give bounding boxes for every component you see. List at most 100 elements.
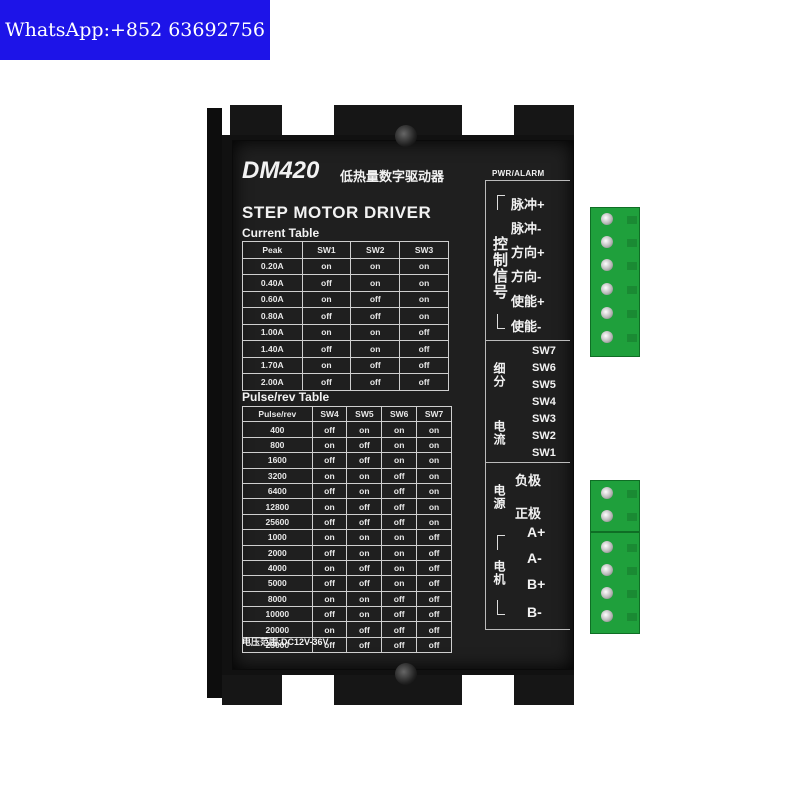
terminal-slot: [627, 567, 637, 575]
table-cell: off: [311, 606, 348, 623]
terminal-screw[interactable]: [601, 331, 613, 343]
table-cell: off: [381, 636, 418, 654]
table-cell: on: [381, 559, 418, 577]
terminal-screw[interactable]: [601, 307, 613, 319]
table-cell: off: [416, 559, 452, 577]
pulse_table-header-cell: SW4: [311, 405, 348, 423]
terminal-screw[interactable]: [601, 541, 613, 553]
model-name: DM420: [242, 157, 320, 184]
terminal-screw[interactable]: [601, 610, 613, 622]
table-cell: off: [416, 606, 452, 623]
terminal-screw[interactable]: [601, 236, 613, 248]
motor-a-plus-label: A+: [527, 524, 546, 540]
table-cell: 1.70A: [242, 356, 303, 374]
power-negative-label: 负极: [515, 473, 542, 488]
bracket: [497, 195, 505, 210]
table-cell: on: [399, 274, 449, 292]
table-cell: 2000: [242, 544, 313, 561]
pulse-plus-label: 脉冲+: [511, 197, 545, 212]
table-cell: off: [346, 621, 383, 638]
table-cell: off: [416, 544, 452, 561]
current_table-header-cell: SW1: [301, 241, 352, 259]
terminal-slot: [627, 310, 637, 318]
dip-sw3-label: SW3: [532, 413, 556, 425]
table-cell: on: [416, 467, 452, 484]
terminal-screw[interactable]: [601, 564, 613, 576]
table-cell: on: [381, 421, 418, 438]
panel-divider: [485, 629, 570, 630]
terminal-slot: [627, 334, 637, 342]
fin-notch: [462, 675, 514, 705]
mounting-screw-top: [395, 125, 417, 147]
table-cell: 0.80A: [242, 307, 303, 325]
table-cell: off: [346, 575, 383, 592]
dip-sw5-label: SW5: [532, 379, 556, 391]
table-cell: on: [381, 575, 418, 592]
terminal-slot: [627, 544, 637, 552]
dip-sw7-label: SW7: [532, 345, 556, 357]
table-cell: 0.40A: [242, 274, 303, 292]
terminal-screw[interactable]: [601, 213, 613, 225]
power-terminal-block: [590, 480, 640, 532]
table-cell: on: [399, 257, 449, 275]
bracket: [497, 535, 505, 550]
table-cell: off: [381, 606, 418, 623]
terminal-screw[interactable]: [601, 259, 613, 271]
table-cell: on: [346, 482, 383, 500]
terminal-slot: [627, 286, 637, 294]
bracket: [497, 314, 505, 329]
table-cell: off: [350, 373, 401, 391]
pulse-table-title: Pulse/rev Table: [242, 390, 330, 404]
fin-notch: [282, 675, 334, 705]
terminal-slot: [627, 262, 637, 270]
table-cell: 1.40A: [242, 340, 303, 358]
current_table-header-cell: SW3: [399, 241, 449, 259]
enable-plus-label: 使能+: [511, 294, 545, 309]
table-cell: off: [350, 356, 401, 374]
table-cell: on: [416, 421, 452, 438]
table-cell: off: [346, 498, 383, 515]
table-cell: on: [381, 436, 418, 454]
terminal-slot: [627, 239, 637, 247]
fin-notch: [462, 105, 514, 135]
terminal-screw[interactable]: [601, 587, 613, 599]
table-cell: off: [350, 307, 401, 325]
table-cell: off: [381, 590, 418, 608]
table-cell: off: [346, 513, 383, 531]
table-cell: on: [301, 290, 352, 308]
pulse_table-header-cell: SW6: [381, 405, 418, 423]
table-cell: off: [346, 452, 383, 469]
table-cell: off: [381, 467, 418, 484]
table-cell: on: [311, 559, 348, 577]
subdivision-label: 细分: [492, 362, 506, 388]
terminal-screw[interactable]: [601, 283, 613, 295]
dip-sw4-label: SW4: [532, 396, 556, 408]
table-cell: 0.20A: [242, 257, 303, 275]
table-cell: 4000: [242, 559, 313, 577]
table-cell: off: [381, 621, 418, 638]
terminal-screw[interactable]: [601, 487, 613, 499]
table-cell: off: [311, 421, 348, 438]
terminal-screw[interactable]: [601, 510, 613, 522]
control-terminal-block: [590, 207, 640, 357]
table-cell: 1.00A: [242, 323, 303, 341]
table-cell: on: [350, 257, 401, 275]
table-cell: 1000: [242, 529, 313, 546]
table-cell: off: [311, 636, 348, 654]
